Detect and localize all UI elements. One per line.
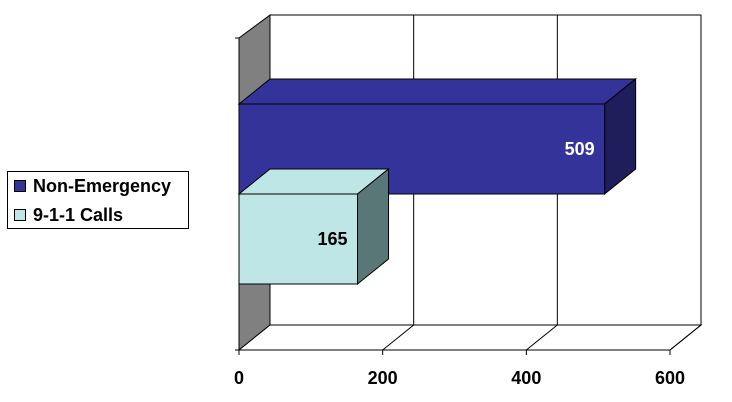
x-tick-label: 0	[234, 368, 244, 388]
chart-floor	[237, 324, 703, 351]
x-tick-label: 400	[511, 368, 541, 388]
legend-swatch-911-calls	[14, 209, 26, 221]
legend-swatch-non-emergency	[14, 180, 26, 192]
legend-label-911-calls: 9-1-1 Calls	[33, 204, 124, 225]
x-tick-label: 200	[368, 368, 398, 388]
legend: Non-Emergency 9-1-1 Calls	[7, 171, 189, 229]
legend-item-non-emergency: Non-Emergency	[14, 175, 171, 197]
floor-gridline	[382, 324, 414, 351]
floor-gridline	[526, 324, 558, 351]
data-label-911-calls: 165	[317, 229, 347, 249]
data-label-non-emergency: 509	[565, 139, 595, 159]
legend-item-911-calls: 9-1-1 Calls	[14, 204, 123, 226]
legend-label-non-emergency: Non-Emergency	[33, 175, 172, 196]
floor-gridline	[669, 324, 702, 351]
x-tick-label: 600	[655, 368, 685, 388]
bar-top-non-emergency	[237, 78, 638, 105]
bar-911-calls	[238, 193, 359, 285]
